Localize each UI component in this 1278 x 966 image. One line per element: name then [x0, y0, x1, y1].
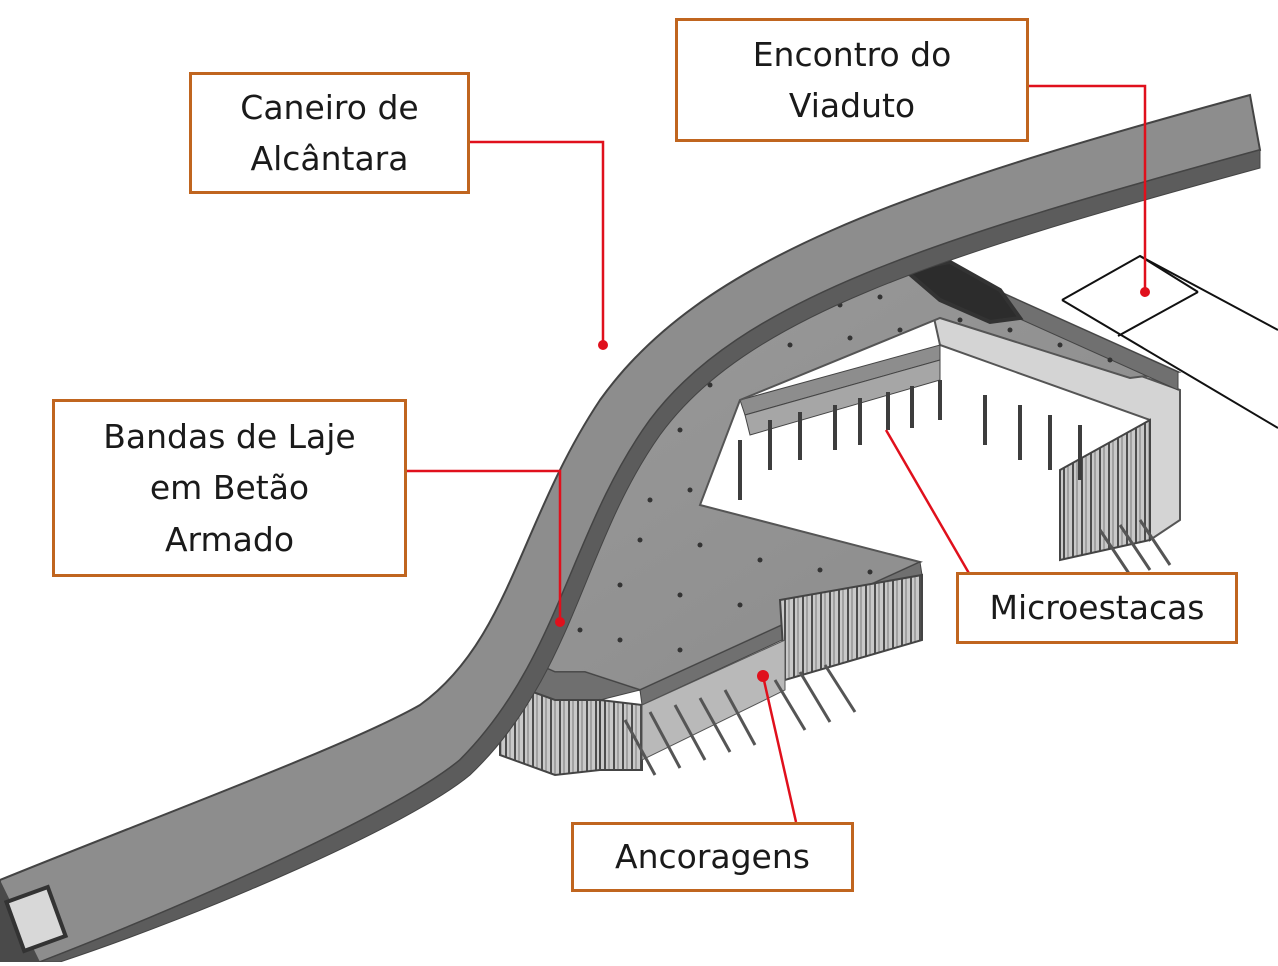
leader-line-encontro [1029, 84, 1147, 292]
callout-ancoragens: Ancoragens [571, 822, 854, 892]
callout-microestacas: Microestacas [956, 572, 1238, 644]
callout-encontro-line-2: Viaduto [788, 86, 916, 125]
viaduct-abutment [1061, 254, 1278, 429]
callout-encontro-line-1: Encontro do [752, 34, 952, 74]
callout-ancoragens-line-1: Ancoragens [615, 837, 810, 877]
roof-openings [900, 259, 1024, 325]
leader-line-micro [884, 429, 972, 576]
leader-line-ancoragens [761, 675, 798, 823]
callout-caneiro-de-alcantara: Caneiro de Alcântara [189, 72, 470, 194]
callout-caneiro-line-2: Alcântara [250, 139, 409, 178]
anchors [623, 519, 1172, 776]
leader-line-caneiro [470, 140, 605, 345]
leader-dot-bandas [555, 617, 565, 627]
leader-dot-caneiro [598, 340, 608, 350]
callout-bandas-line-3: Armado [164, 519, 295, 559]
callout-bandas-line-2: em Betão [149, 468, 310, 508]
callout-encontro-do-viaduto: Encontro do Viaduto [675, 18, 1029, 142]
leader-dots [555, 287, 1150, 682]
leader-line-bandas [407, 469, 562, 622]
callout-bandas-line-1: Bandas de Laje [103, 417, 356, 457]
retaining-walls [499, 573, 923, 777]
leader-dot-encontro [1140, 287, 1150, 297]
micropiles [738, 380, 1082, 500]
callout-bandas-de-laje: Bandas de Laje em Betão Armado [52, 399, 407, 577]
leader-lines [407, 84, 1147, 823]
callout-caneiro-line-1: Caneiro de [240, 87, 419, 127]
callout-microestacas-line-1: Microestacas [989, 588, 1205, 628]
leader-dot-ancoragens [757, 670, 769, 682]
culvert-box [0, 93, 1262, 963]
